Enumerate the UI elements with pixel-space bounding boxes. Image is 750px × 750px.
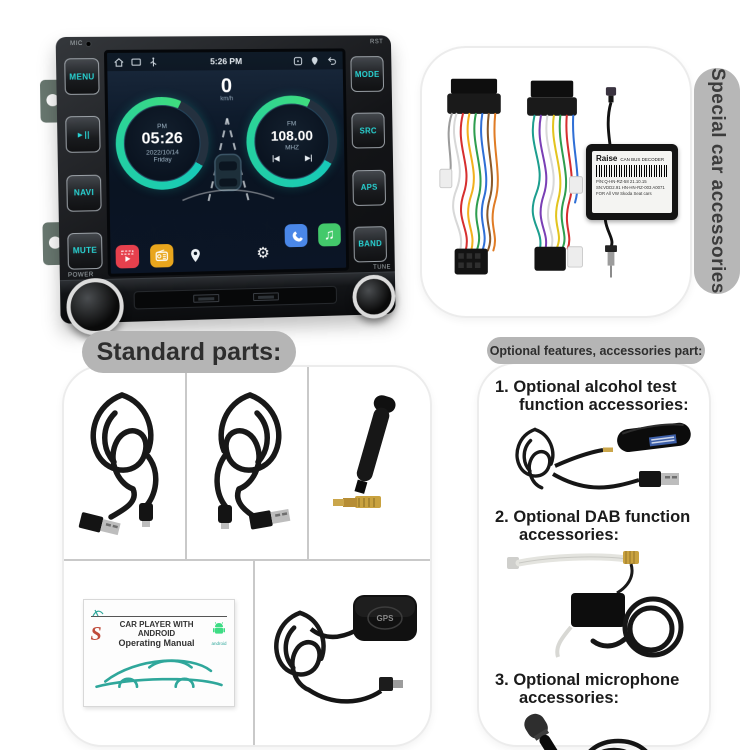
speed-readout: 0 km/h bbox=[220, 75, 233, 102]
optional-item-2-line2: accessories: bbox=[519, 526, 619, 545]
apps-grid-icon bbox=[218, 242, 241, 266]
optional-item-1-line1: 1. Optional alcohol test bbox=[495, 378, 677, 396]
mic-label: MIC bbox=[70, 40, 83, 48]
manual-logo-mark bbox=[91, 609, 103, 617]
wiring-harness-1 bbox=[439, 78, 501, 275]
touchscreen: 5:26 PM 0 km/h bbox=[103, 48, 350, 277]
alcohol-tester-graphic bbox=[515, 423, 691, 490]
settings-gear-icon: ⚙ bbox=[256, 244, 270, 262]
decoder-barcode bbox=[596, 165, 668, 177]
right-button-column: MODE SRC APS BAND bbox=[347, 48, 390, 270]
decoder-line2: SN:VDD2.91 HN-HN-RZ-003 A0071 bbox=[596, 184, 665, 190]
dab-antenna-graphic bbox=[506, 550, 683, 658]
next-track-icon: ▶| bbox=[305, 154, 313, 162]
speed-value: 0 bbox=[220, 75, 233, 98]
wifi-antenna-item bbox=[309, 367, 430, 559]
back-icon bbox=[326, 55, 337, 66]
radio-frequency: 108.00 bbox=[270, 127, 314, 145]
maps-icon bbox=[184, 243, 207, 267]
status-bar: 5:26 PM bbox=[107, 51, 343, 72]
radio-app-icon bbox=[149, 243, 174, 268]
usb-icon bbox=[148, 56, 159, 67]
usb-cable-item-2 bbox=[187, 367, 310, 559]
left-button-column: MENU ►|| NAVI MUTE bbox=[61, 50, 106, 278]
tune-knob bbox=[352, 274, 396, 320]
gps-text: GPS bbox=[377, 614, 395, 623]
manual-subtitle: Operating Manual bbox=[118, 637, 195, 648]
music-app-icon: ♫ bbox=[317, 223, 341, 247]
decoder-line1: P/N:Q-HN-RZ-58 21.10.15 bbox=[596, 179, 647, 184]
home-icon bbox=[113, 56, 124, 67]
decoder-label: Raise CAN BUS DECODER P/N:Q-HN-RZ-58 21.… bbox=[592, 151, 672, 213]
car-graphic bbox=[213, 153, 242, 191]
manual-title: CAR PLAYER WITH ANDROID bbox=[119, 619, 194, 638]
operating-manual: S CAR PLAYER WITH ANDROID Operating Manu… bbox=[82, 598, 235, 707]
android-wordmark: android bbox=[211, 641, 227, 647]
mute-button: MUTE bbox=[67, 232, 103, 270]
gps-antenna-item: GPS bbox=[255, 561, 430, 745]
head-unit: MIC RST MENU ►|| NAVI MUTE 5:26 PM bbox=[39, 35, 396, 336]
radio-unit: MHZ bbox=[285, 143, 300, 152]
special-accessories-card: Raise CAN BUS DECODER P/N:Q-HN-RZ-58 21.… bbox=[420, 46, 692, 318]
menu-button: MENU bbox=[64, 58, 100, 95]
optional-item-dab: 2. Optional DAB function accessories: bbox=[495, 508, 699, 662]
head-unit-chassis: MIC RST MENU ►|| NAVI MUTE 5:26 PM bbox=[55, 35, 396, 336]
front-trim: POWER TUNE bbox=[59, 265, 396, 336]
standard-parts-card: S CAR PLAYER WITH ANDROID Operating Manu… bbox=[62, 365, 432, 747]
usb-cable-item bbox=[64, 367, 187, 559]
location-icon bbox=[311, 56, 318, 65]
phone-app-icon bbox=[284, 223, 308, 248]
android-robot-icon bbox=[212, 622, 225, 634]
display-icon bbox=[130, 56, 141, 67]
mic-hole bbox=[86, 41, 91, 46]
play-pause-button: ►|| bbox=[65, 116, 101, 154]
rst-label: RST bbox=[370, 39, 384, 46]
previous-track-icon: |◀ bbox=[272, 155, 280, 163]
src-button: SRC bbox=[351, 112, 386, 149]
special-accessories-banner: Special car accessories bbox=[694, 68, 740, 294]
optional-item-3-line1: 3. Optional microphone bbox=[495, 670, 680, 689]
usb-port-1 bbox=[193, 294, 220, 303]
optional-item-2-line1: 2. Optional DAB function bbox=[495, 508, 691, 527]
app-dock: ⚙ ♫ bbox=[115, 223, 341, 269]
clock-day: Friday bbox=[153, 155, 172, 164]
standard-parts-title: Standard parts: bbox=[82, 331, 296, 373]
decoder-title: CAN BUS DECODER bbox=[620, 157, 665, 162]
decoder-line3: FOR All VW Skoda Seat cars bbox=[596, 190, 652, 196]
mode-button: MODE bbox=[350, 56, 385, 93]
decoder-brand: Raise bbox=[596, 154, 618, 163]
radio-gauge: FM 108.00 MHZ |◀ ▶| bbox=[245, 95, 338, 189]
navi-button: NAVI bbox=[66, 174, 102, 212]
optional-item-1-line2: function accessories: bbox=[519, 396, 689, 415]
usb-port-2 bbox=[253, 292, 279, 302]
manual-car-art bbox=[94, 659, 223, 688]
clock-time: 05:26 bbox=[141, 130, 184, 148]
optional-item-microphone: 3. Optional microphone accessories: bbox=[495, 671, 699, 750]
video-app-icon bbox=[115, 244, 140, 269]
optional-item-alcohol: 1. Optional alcohol test function access… bbox=[495, 378, 699, 500]
canbus-decoder-box: Raise CAN BUS DECODER P/N:Q-HN-RZ-58 21.… bbox=[586, 144, 678, 220]
aps-button: APS bbox=[352, 169, 387, 206]
optional-title: Optional features, accessories part: bbox=[487, 337, 705, 364]
trim-slot bbox=[133, 285, 338, 310]
app-icon bbox=[292, 55, 303, 66]
microphone-graphic bbox=[524, 713, 648, 750]
manual-s-logo: S bbox=[90, 622, 102, 645]
wiring-harness-2 bbox=[527, 80, 583, 271]
tune-label: TUNE bbox=[373, 264, 392, 271]
volume-knob bbox=[66, 277, 125, 336]
road-graphic bbox=[179, 117, 277, 206]
special-accessories-label: Special car accessories bbox=[707, 68, 728, 294]
status-time: 5:26 PM bbox=[209, 56, 243, 67]
band-button: BAND bbox=[353, 226, 387, 263]
optional-card: 1. Optional alcohol test function access… bbox=[477, 362, 711, 750]
operating-manual-item: S CAR PLAYER WITH ANDROID Operating Manu… bbox=[64, 560, 255, 745]
optional-item-3-line2: accessories: bbox=[519, 688, 619, 707]
